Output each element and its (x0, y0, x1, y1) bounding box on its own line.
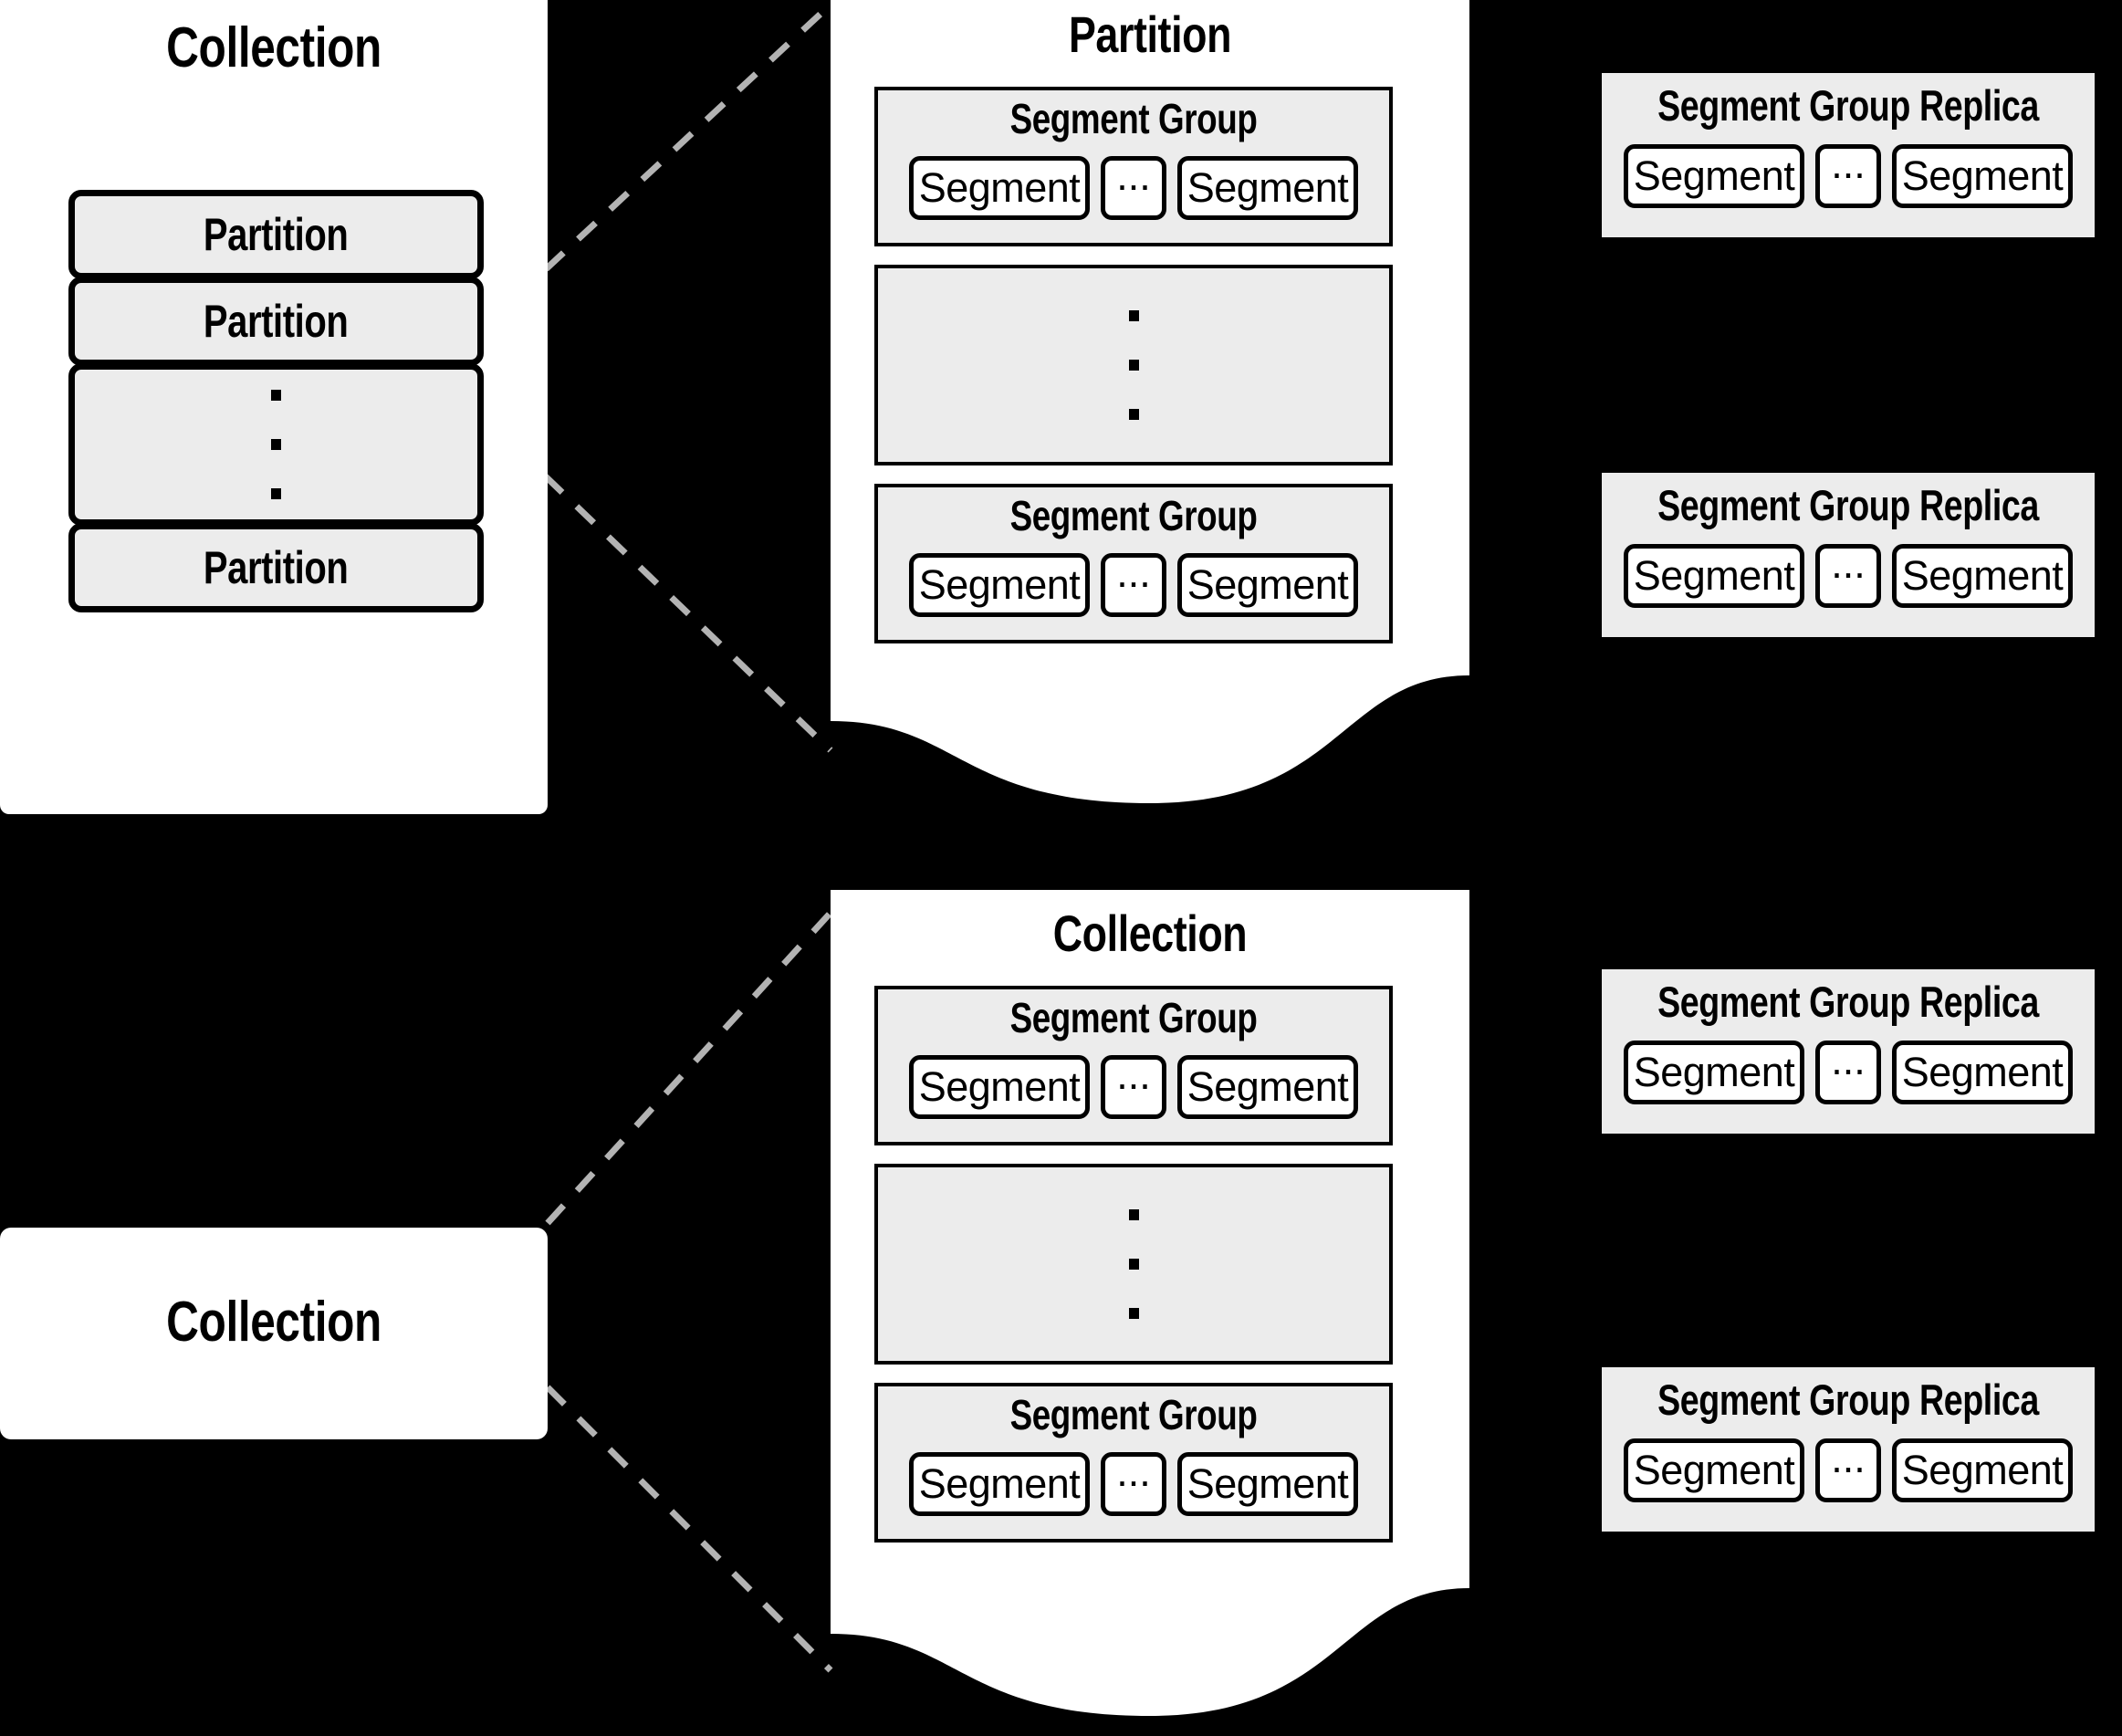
segment-ellipsis-box: ... (1815, 540, 1881, 608)
segment-box[interactable]: Segment (1892, 144, 2073, 208)
partition-item[interactable]: Partition (68, 523, 484, 612)
segment-box[interactable]: Segment (1892, 544, 2073, 608)
segment-row: Segment ... Segment (1602, 1037, 2095, 1104)
segment-label: Segment (918, 1063, 1081, 1110)
segment-group-replica-title: Segment Group Replica (1657, 481, 2039, 529)
horizontal-ellipsis-icon: ... (1116, 152, 1151, 199)
segment-label: Segment (918, 561, 1081, 608)
segment-group-title: Segment Group (1009, 95, 1258, 142)
segment-group-ellipsis (874, 1164, 1393, 1365)
horizontal-ellipsis-icon: ... (1831, 540, 1866, 587)
segment-label: Segment (1186, 561, 1349, 608)
partition-ellipsis (68, 363, 484, 526)
horizontal-ellipsis-icon: ... (1831, 141, 1866, 187)
segment-group-replica[interactable]: Segment Group Replica Segment ... Segmen… (1602, 969, 2095, 1134)
segment-ellipsis-box: ... (1815, 141, 1881, 208)
segment-box[interactable]: Segment (1624, 144, 1804, 208)
segment-box[interactable]: Segment (1177, 553, 1358, 617)
segment-label: Segment (1901, 152, 2064, 199)
segment-ellipsis-box: ... (1815, 1435, 1881, 1502)
horizontal-ellipsis-icon: ... (1831, 1037, 1866, 1083)
collection-box[interactable]: Collection (0, 1228, 548, 1439)
segment-label: Segment (918, 164, 1081, 211)
segment-row: Segment ... Segment (878, 152, 1389, 220)
collection-card: Collection Partition Partition Partition (0, 0, 548, 814)
segment-box[interactable]: Segment (1892, 1041, 2073, 1104)
segment-label: Segment (1633, 1049, 1795, 1095)
horizontal-ellipsis-icon: ... (1116, 549, 1151, 596)
segment-box[interactable]: Segment (1624, 1438, 1804, 1502)
connector-collection-bottom (545, 1385, 833, 1673)
segment-ellipsis-box: ... (1815, 1037, 1881, 1104)
segment-box[interactable]: Segment (909, 1055, 1090, 1119)
segment-group-replica-title: Segment Group Replica (1657, 1375, 2039, 1424)
segment-label: Segment (1633, 1447, 1795, 1493)
segment-label: Segment (1901, 1049, 2064, 1095)
segment-group-replica-title: Segment Group Replica (1657, 81, 2039, 130)
segment-row: Segment ... Segment (1602, 1435, 2095, 1502)
vertical-ellipsis-icon (271, 370, 281, 519)
segment-group-replica[interactable]: Segment Group Replica Segment ... Segmen… (1602, 473, 2095, 637)
segment-box[interactable]: Segment (1177, 1055, 1358, 1119)
segment-ellipsis-box: ... (1101, 1448, 1166, 1516)
partition-panel-title: Partition (1068, 5, 1232, 63)
segment-label: Segment (1633, 152, 1795, 199)
segment-row: Segment ... Segment (1602, 540, 2095, 608)
partition-panel: Partition Segment Group Segment ... Segm… (831, 0, 1469, 812)
segment-box[interactable]: Segment (1177, 156, 1358, 220)
segment-box[interactable]: Segment (1177, 1452, 1358, 1516)
segment-row: Segment ... Segment (878, 1051, 1389, 1119)
collection-panel-title: Collection (1052, 905, 1248, 962)
segment-ellipsis-box: ... (1101, 1051, 1166, 1119)
segment-group-title: Segment Group (1009, 492, 1258, 539)
segment-label: Segment (1186, 1460, 1349, 1507)
partition-item-label: Partition (204, 209, 349, 260)
segment-ellipsis-box: ... (1101, 152, 1166, 220)
segment-label: Segment (918, 1460, 1081, 1507)
segment-group[interactable]: Segment Group Segment ... Segment (874, 87, 1393, 246)
segment-box[interactable]: Segment (1624, 544, 1804, 608)
segment-box[interactable]: Segment (1892, 1438, 2073, 1502)
horizontal-ellipsis-icon: ... (1831, 1435, 1866, 1481)
segment-group[interactable]: Segment Group Segment ... Segment (874, 1383, 1393, 1543)
segment-group-replica-title: Segment Group Replica (1657, 978, 2039, 1026)
collection-panel: Collection Segment Group Segment ... Seg… (831, 890, 1469, 1730)
segment-group[interactable]: Segment Group Segment ... Segment (874, 986, 1393, 1145)
segment-row: Segment ... Segment (878, 549, 1389, 617)
partition-item[interactable]: Partition (68, 277, 484, 366)
segment-group-title: Segment Group (1009, 1391, 1258, 1438)
segment-box[interactable]: Segment (1624, 1041, 1804, 1104)
segment-box[interactable]: Segment (909, 553, 1090, 617)
segment-group-replica[interactable]: Segment Group Replica Segment ... Segmen… (1602, 73, 2095, 237)
partition-item-label: Partition (204, 296, 349, 347)
horizontal-ellipsis-icon: ... (1116, 1051, 1151, 1098)
segment-group-replica[interactable]: Segment Group Replica Segment ... Segmen… (1602, 1367, 2095, 1532)
vertical-ellipsis-icon (878, 268, 1389, 462)
segment-box[interactable]: Segment (909, 156, 1090, 220)
segment-label: Segment (1186, 1063, 1349, 1110)
segment-label: Segment (1186, 164, 1349, 211)
horizontal-ellipsis-icon: ... (1116, 1448, 1151, 1495)
segment-ellipsis-box: ... (1101, 549, 1166, 617)
segment-group-ellipsis (874, 265, 1393, 465)
partition-item-label: Partition (204, 542, 349, 593)
segment-box[interactable]: Segment (909, 1452, 1090, 1516)
segment-label: Segment (1901, 1447, 2064, 1493)
segment-label: Segment (1901, 552, 2064, 599)
collection-box-label: Collection (166, 1291, 382, 1354)
partition-item[interactable]: Partition (68, 190, 484, 279)
segment-row: Segment ... Segment (878, 1448, 1389, 1516)
partition-list: Partition Partition Partition (68, 190, 484, 612)
segment-group-title: Segment Group (1009, 994, 1258, 1041)
segment-row: Segment ... Segment (1602, 141, 2095, 208)
segment-group[interactable]: Segment Group Segment ... Segment (874, 484, 1393, 643)
collection-card-title: Collection (166, 16, 382, 79)
segment-label: Segment (1633, 552, 1795, 599)
vertical-ellipsis-icon (878, 1167, 1389, 1361)
connector-collection-top (545, 910, 833, 1226)
